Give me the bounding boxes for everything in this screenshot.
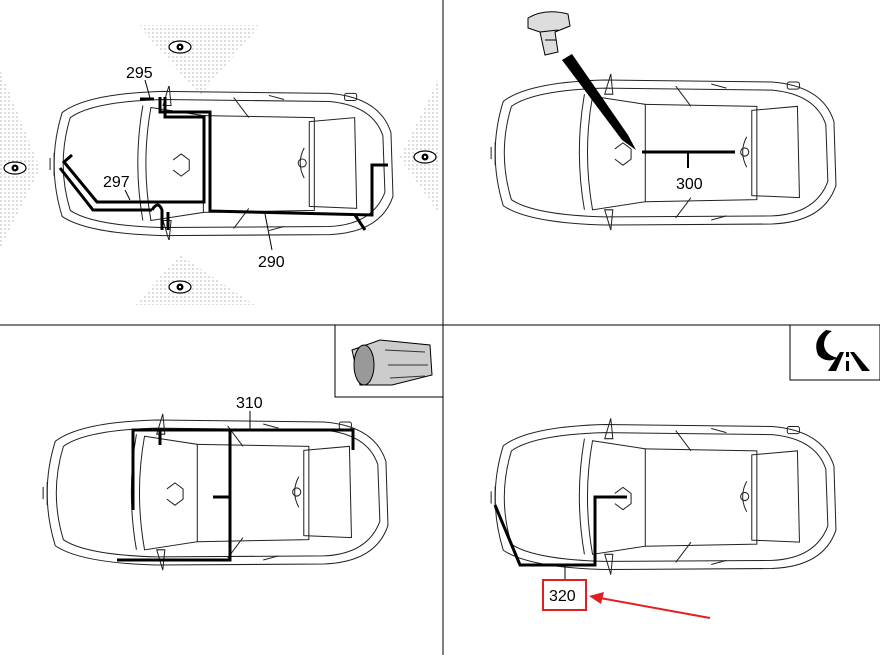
label-310: 310 bbox=[236, 395, 263, 412]
wire-310 bbox=[131, 428, 355, 510]
car-outline bbox=[49, 86, 394, 240]
highlight-arrow bbox=[599, 597, 711, 619]
view-cone-left bbox=[0, 70, 40, 250]
highlight-arrowhead bbox=[589, 592, 604, 604]
car-outline bbox=[490, 417, 837, 576]
sensor-component-image bbox=[527, 11, 571, 56]
label-300: 300 bbox=[676, 176, 703, 193]
car-outline bbox=[42, 413, 389, 571]
view-cone-bottom bbox=[135, 255, 255, 305]
wire-310-branch bbox=[117, 430, 232, 562]
icon-box bbox=[789, 324, 880, 381]
transmission-component-image bbox=[351, 339, 433, 386]
wire-297-branch bbox=[58, 167, 152, 212]
highlight-box bbox=[542, 579, 587, 611]
view-cone-right bbox=[400, 75, 440, 215]
night-driving-icon bbox=[816, 330, 870, 371]
eye-icon bbox=[3, 161, 27, 175]
pointer-arrow bbox=[562, 54, 636, 150]
leader-line bbox=[124, 189, 131, 201]
eye-icon bbox=[168, 280, 192, 294]
wire-297 bbox=[61, 97, 206, 204]
label-320: 320 bbox=[549, 588, 576, 605]
wire-290-stub bbox=[353, 214, 367, 231]
wire-320 bbox=[493, 495, 627, 567]
panel-top-right: 300 bbox=[490, 11, 837, 231]
panel-bottom-right: 320 bbox=[490, 324, 880, 619]
label-295: 295 bbox=[126, 65, 153, 82]
label-297: 297 bbox=[103, 174, 130, 191]
view-cone-top bbox=[138, 25, 260, 95]
eye-icon bbox=[413, 150, 437, 164]
panel-top-left: 295 297 290 bbox=[0, 25, 440, 305]
wire-door-connector bbox=[150, 203, 170, 230]
eye-icon bbox=[168, 40, 192, 54]
label-290: 290 bbox=[258, 254, 285, 271]
panel-bottom-left: 310 bbox=[42, 324, 444, 571]
wire-290 bbox=[158, 97, 388, 217]
leader-line bbox=[264, 213, 273, 251]
leader-line bbox=[144, 79, 151, 99]
